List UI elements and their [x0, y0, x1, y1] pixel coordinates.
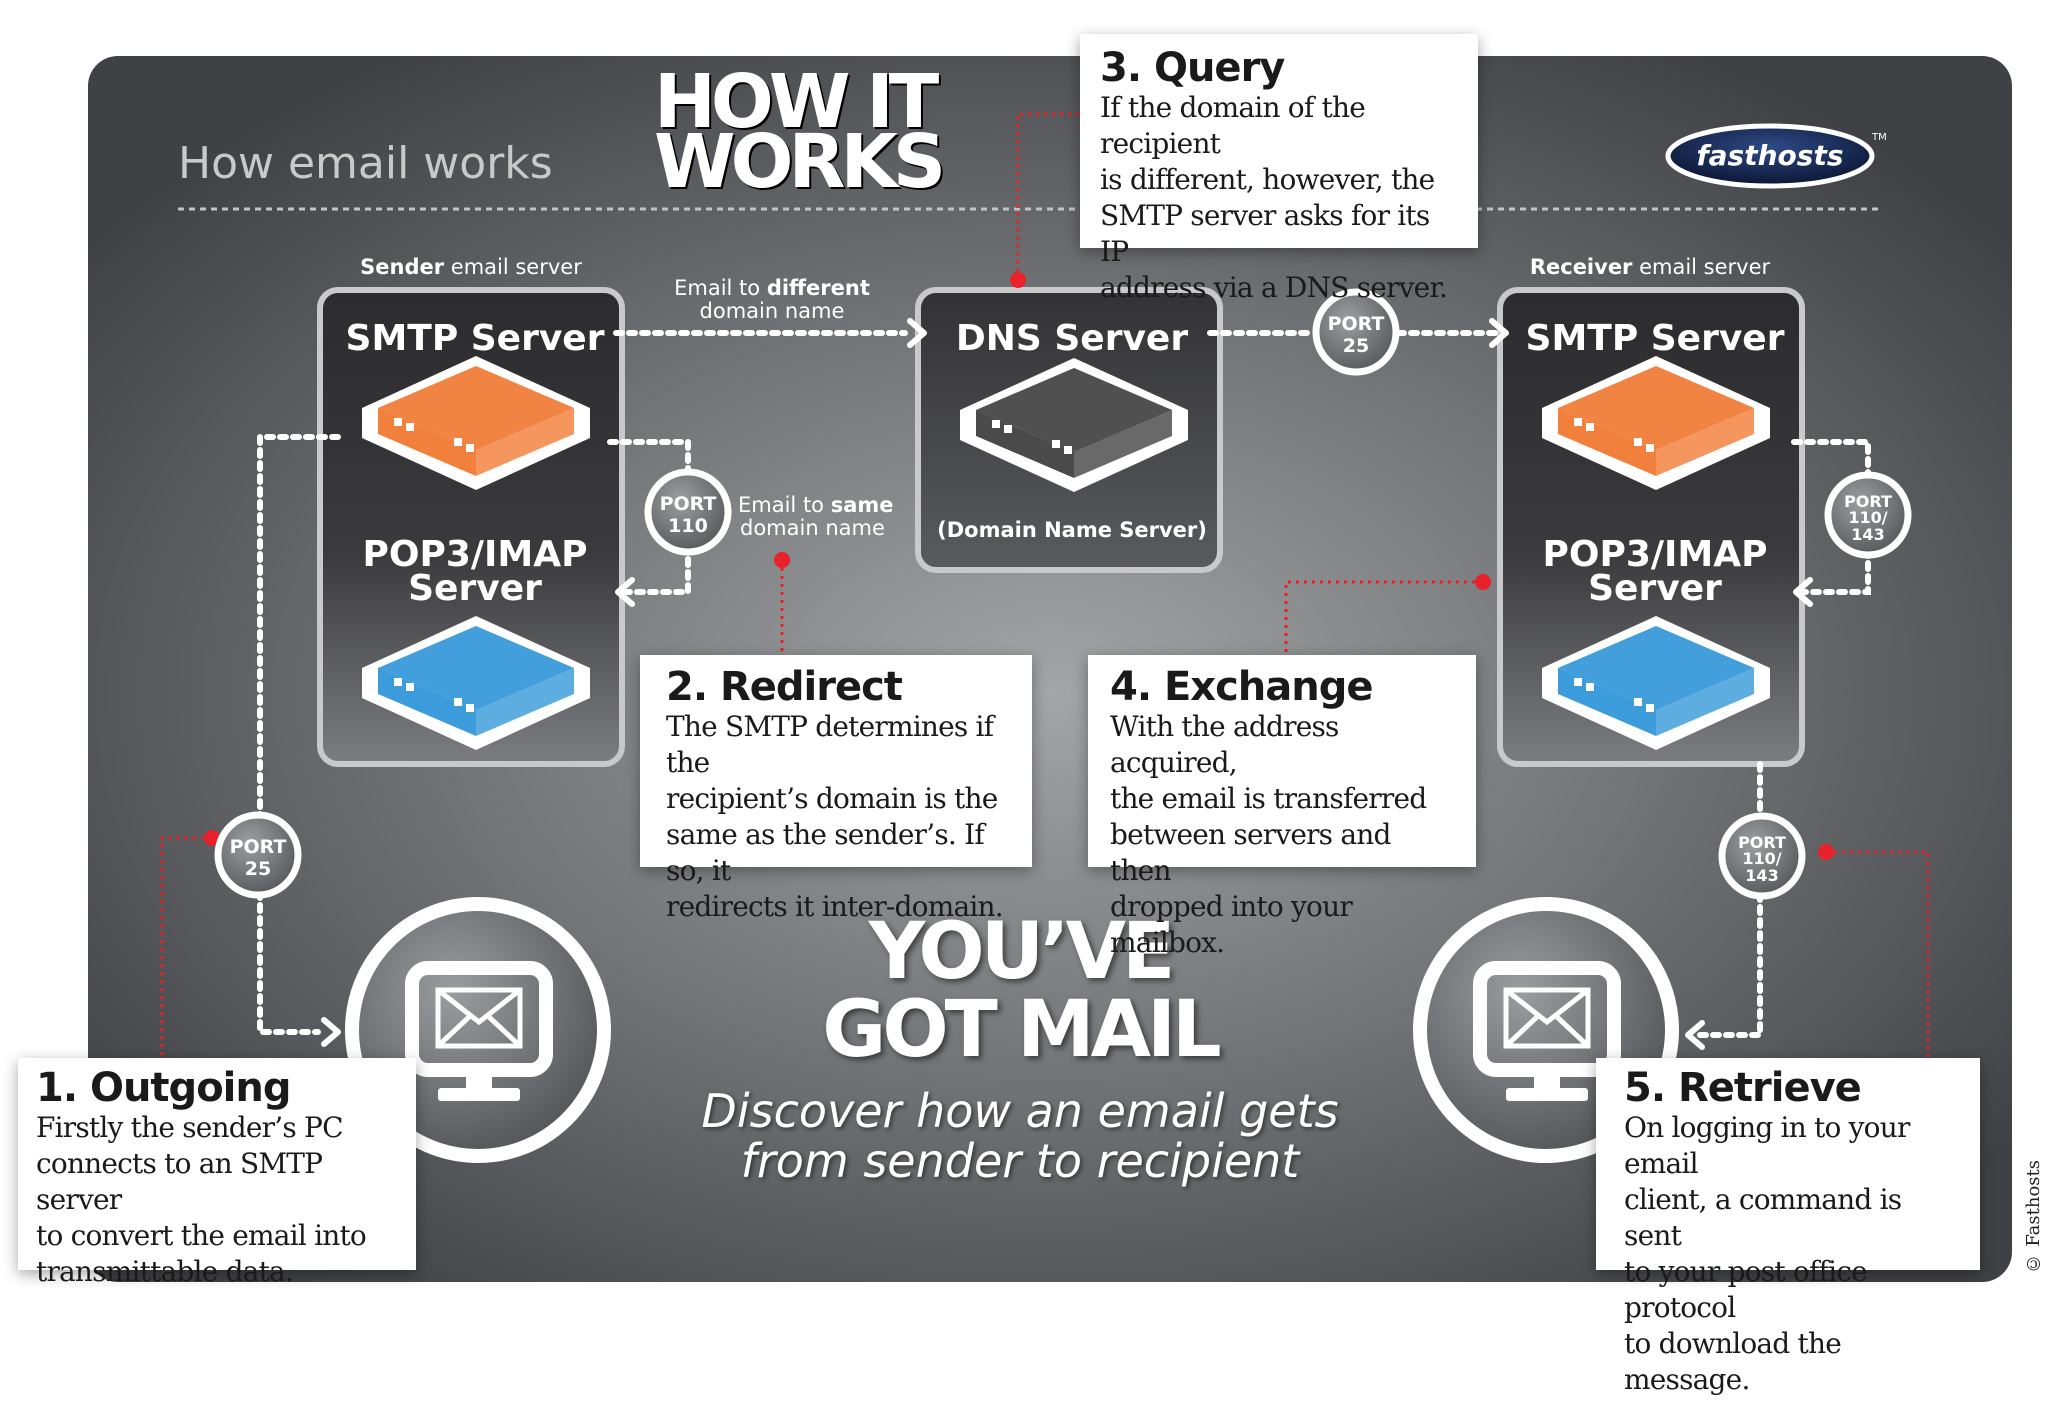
sender-pop-server-icon: [362, 616, 590, 750]
tagline-line-2: from sender to recipient: [740, 1134, 1300, 1188]
step-1-line-1: Firstly the sender’s PC: [36, 1111, 344, 1144]
svg-text:110/: 110/: [1742, 849, 1781, 868]
copyright: © Fasthosts: [2023, 1160, 2044, 1274]
headline-line-2: GOT MAIL: [822, 985, 1221, 1075]
svg-text:TM: TM: [1871, 132, 1887, 143]
receiver-smtp-label: SMTP Server: [1526, 318, 1785, 359]
step-5-line-1: On logging in to your email: [1624, 1111, 1910, 1180]
svg-text:fasthosts: fasthosts: [1696, 139, 1843, 172]
step-4-title: 4. Exchange: [1110, 664, 1374, 710]
sender-pop-label-1: POP3/IMAP: [362, 534, 587, 575]
arrow-label-same-1: Email to same: [738, 493, 894, 517]
svg-text:PORT: PORT: [1328, 313, 1385, 335]
port-badge-receiver-110-143-lower: PORT 110/ 143: [1718, 812, 1806, 900]
svg-text:143: 143: [1851, 525, 1884, 544]
sender-smtp-server-icon: [362, 356, 590, 490]
step-2-line-4: redirects it inter-domain.: [666, 890, 1004, 923]
fasthosts-logo: fasthosts TM: [1665, 123, 1887, 189]
step-5-line-4: to download the message.: [1624, 1327, 1842, 1396]
infographic: fasthosts TM Sender email server Receive…: [18, 34, 2044, 1396]
how-it-works-line-1: HOW IT: [654, 59, 939, 145]
dns-title: DNS Server: [956, 318, 1188, 359]
sender-box-label: Sender email server: [360, 255, 582, 279]
svg-text:PORT: PORT: [660, 493, 717, 515]
step-4-line-2: the email is transferred: [1110, 782, 1427, 815]
step-3-line-4: address via a DNS server.: [1100, 271, 1448, 304]
sender-pop-label-2: Server: [408, 568, 542, 609]
receiver-pop-server-icon: [1542, 616, 1770, 750]
port-badge-sender-25: PORT 25: [214, 811, 302, 899]
receiver-smtp-server-icon: [1542, 356, 1770, 490]
step-1-line-3: to convert the email into: [36, 1219, 367, 1252]
step-2-line-1: The SMTP determines if the: [666, 710, 994, 779]
step-2-title: 2. Redirect: [666, 664, 903, 710]
arrow-label-different-2: domain name: [700, 299, 845, 323]
dns-subtitle: (Domain Name Server): [937, 518, 1207, 542]
step-4-line-3: between servers and then: [1110, 818, 1391, 887]
step-3-line-3: SMTP server asks for its IP: [1100, 199, 1430, 268]
arrow-label-different-1: Email to different: [674, 276, 870, 300]
step-4-line-4: dropped into your mailbox.: [1110, 890, 1353, 959]
svg-text:PORT: PORT: [1738, 833, 1786, 852]
step-1-line-4: transmittable data.: [36, 1255, 294, 1288]
step-4-line-1: With the address acquired,: [1110, 710, 1339, 779]
step-3-line-2: is different, however, the: [1100, 163, 1435, 196]
step-1-title: 1. Outgoing: [36, 1065, 292, 1111]
step-3-title: 3. Query: [1100, 45, 1285, 91]
step-5-retrieve-panel: 5. Retrieve On logging in to your email …: [1596, 1058, 1980, 1396]
port-badge-dns-25: PORT 25: [1312, 288, 1400, 376]
svg-text:110/: 110/: [1848, 508, 1887, 527]
port-badge-receiver-110-143: PORT 110/ 143: [1824, 471, 1912, 559]
step-1-line-2: connects to an SMTP server: [36, 1147, 323, 1216]
svg-text:110: 110: [668, 515, 708, 537]
dns-server-icon: [960, 358, 1188, 492]
page-subtitle: How email works: [178, 138, 553, 189]
arrow-heads: [321, 318, 1813, 1050]
step-1-outgoing-panel: 1. Outgoing Firstly the sender’s PC conn…: [18, 1058, 416, 1288]
leader-lines: [160, 112, 1930, 1058]
receiver-box-label: Receiver email server: [1530, 255, 1771, 279]
sender-smtp-label: SMTP Server: [346, 318, 605, 359]
step-2-line-3: same as the sender’s. If so, it: [666, 818, 985, 887]
how-it-works-logo: HOW IT WORKS: [654, 59, 946, 205]
step-5-line-2: client, a command is sent: [1624, 1183, 1902, 1252]
step-3-query-panel: 3. Query If the domain of the recipient …: [1080, 34, 1478, 304]
receiver-pop-label-1: POP3/IMAP: [1542, 534, 1767, 575]
svg-text:PORT: PORT: [230, 836, 287, 858]
step-2-line-2: recipient’s domain is the: [666, 782, 998, 815]
svg-text:25: 25: [245, 858, 271, 880]
how-it-works-line-2: WORKS: [654, 119, 946, 205]
svg-text:25: 25: [1343, 335, 1369, 357]
leader-dots: [204, 272, 1834, 860]
step-2-redirect-panel: 2. Redirect The SMTP determines if the r…: [640, 655, 1032, 923]
step-5-title: 5. Retrieve: [1624, 1065, 1862, 1111]
tagline-line-1: Discover how an email gets: [701, 1084, 1339, 1138]
step-3-line-1: If the domain of the recipient: [1100, 91, 1366, 160]
arrow-label-same-2: domain name: [740, 516, 885, 540]
receiver-pop-label-2: Server: [1588, 568, 1722, 609]
svg-text:PORT: PORT: [1844, 492, 1892, 511]
step-5-line-3: to your post office protocol: [1624, 1255, 1868, 1324]
svg-text:143: 143: [1745, 866, 1778, 885]
step-4-exchange-panel: 4. Exchange With the address acquired, t…: [1088, 655, 1476, 959]
port-badge-sender-110: PORT 110: [644, 468, 732, 556]
headline-line-1: YOU’VE: [868, 907, 1176, 997]
